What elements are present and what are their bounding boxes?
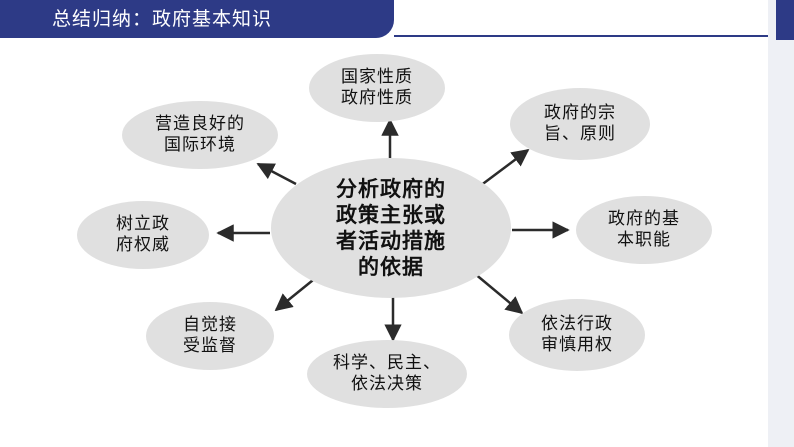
node-top-right [510,88,650,160]
node-top-right-label: 政府的宗 旨、原则 [544,102,616,144]
node-bottom-right [509,299,645,371]
node-bottom-left-label: 自觉接 受监督 [183,314,237,356]
arrow-top-right [479,148,530,187]
center-node [271,158,511,298]
arrow-top-left [256,162,297,186]
arrow-bottom-left [274,275,319,312]
node-right [576,196,712,264]
node-top-label: 国家性质 政府性质 [341,66,413,108]
node-top [309,54,445,122]
node-bottom-left [146,302,274,370]
page-title: 总结归纳：政府基本知识 [52,8,273,30]
node-right-label: 政府的基 本职能 [608,208,680,250]
title-underline [394,35,774,37]
center-node-label: 分析政府的 政策主张或 者活动措施 的依据 [336,176,446,280]
node-bottom [307,340,467,408]
node-top-left [122,101,278,169]
node-bottom-label: 科学、民主、 依法决策 [333,352,441,394]
node-top-left-label: 营造良好的 国际环境 [155,113,245,155]
title-bar: 总结归纳：政府基本知识 [0,0,394,38]
arrow-bottom-right [473,272,524,315]
node-left [77,201,209,269]
side-decoration-accent [776,0,794,40]
node-left-label: 树立政 府权威 [116,213,170,255]
side-decoration [768,0,794,447]
node-bottom-right-label: 依法行政 审慎用权 [541,313,613,355]
